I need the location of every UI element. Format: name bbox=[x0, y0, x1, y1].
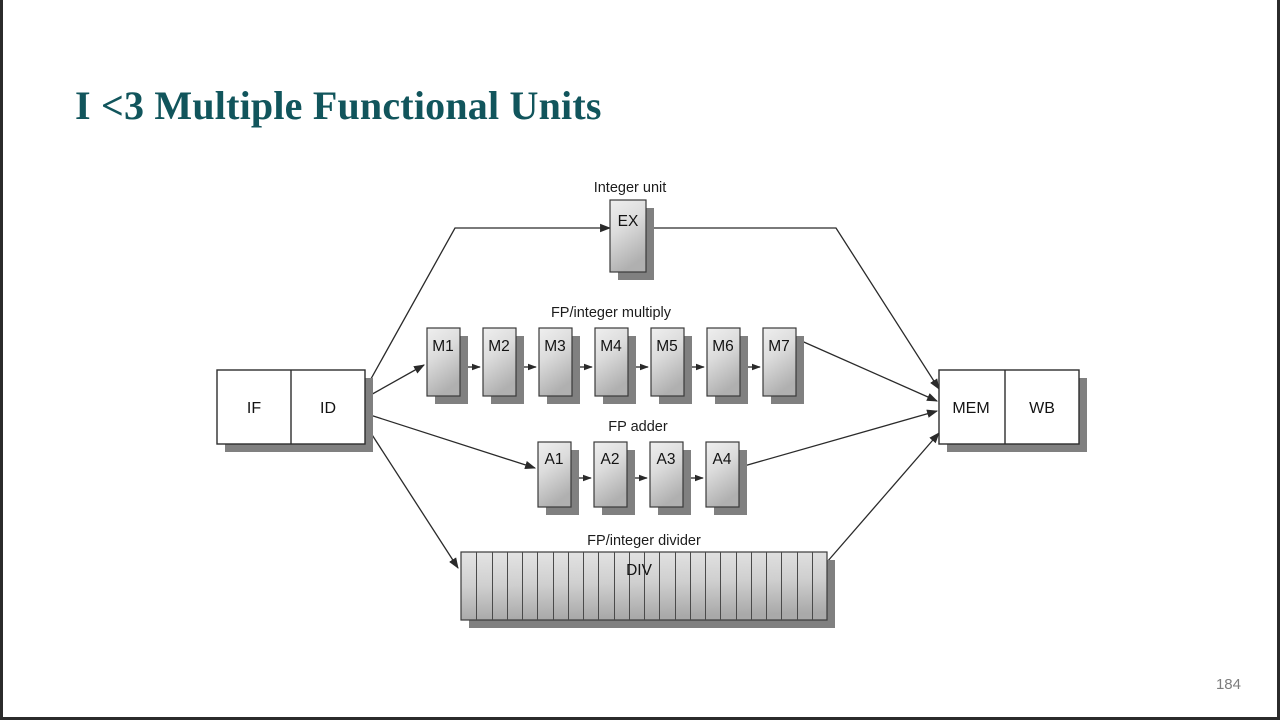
stage-label-if: IF bbox=[247, 400, 261, 417]
adder-unit-group: FP adder A1 A2 bbox=[537, 419, 747, 515]
stage-box-m3-wrap: M3 bbox=[538, 327, 580, 404]
line-from-divider-unit bbox=[826, 432, 940, 563]
stage-box-m6-wrap: M6 bbox=[706, 327, 748, 404]
stage-label-mem: MEM bbox=[952, 400, 989, 417]
multiply-unit-label: FP/integer multiply bbox=[551, 305, 672, 321]
stage-box-m5-wrap: M5 bbox=[650, 327, 692, 404]
divider-cell-dividers bbox=[476, 552, 813, 620]
stage-label-m7: M7 bbox=[768, 338, 790, 355]
stage-label-m5: M5 bbox=[656, 338, 678, 355]
stage-box-m7-wrap: M7 bbox=[762, 327, 804, 404]
fetch-decode-group: IF ID bbox=[216, 369, 373, 452]
stage-box-m1-wrap: M1 bbox=[426, 327, 468, 404]
line-to-multiply-unit bbox=[366, 364, 425, 398]
stage-box-m5[interactable] bbox=[650, 327, 685, 397]
line-to-integer-unit bbox=[366, 223, 612, 387]
stage-label-m3: M3 bbox=[544, 338, 566, 355]
memory-writeback-box[interactable] bbox=[938, 369, 1080, 445]
divider-unit-group: FP/integer divider DIV bbox=[460, 533, 835, 628]
stage-label-id: ID bbox=[320, 400, 336, 417]
stage-label-ex: EX bbox=[618, 213, 639, 230]
stage-box-a2-wrap: A2 bbox=[593, 441, 635, 515]
stage-box-a2[interactable] bbox=[593, 441, 628, 508]
stage-label-a3: A3 bbox=[657, 451, 676, 468]
stage-label-a4: A4 bbox=[713, 451, 732, 468]
stage-box-a1-wrap: A1 bbox=[537, 441, 579, 515]
line-to-divider-unit bbox=[366, 426, 459, 569]
divider-unit-label: FP/integer divider bbox=[587, 533, 701, 549]
line-from-multiply-unit bbox=[796, 338, 939, 402]
memory-writeback-group: MEM WB bbox=[938, 369, 1087, 452]
integer-unit-label: Integer unit bbox=[594, 180, 667, 196]
stage-label-m6: M6 bbox=[712, 338, 734, 355]
stage-label-m4: M4 bbox=[600, 338, 622, 355]
stage-box-m4-wrap: M4 bbox=[594, 327, 636, 404]
line-to-adder-unit bbox=[366, 413, 537, 469]
stage-box-a3[interactable] bbox=[649, 441, 684, 508]
stage-box-ex[interactable] bbox=[609, 199, 647, 273]
stage-box-m2[interactable] bbox=[482, 327, 517, 397]
stage-box-m1[interactable] bbox=[426, 327, 461, 397]
stage-box-a1[interactable] bbox=[537, 441, 572, 508]
stage-box-a4[interactable] bbox=[705, 441, 740, 508]
stage-label-a1: A1 bbox=[545, 451, 564, 468]
stage-box-a3-wrap: A3 bbox=[649, 441, 691, 515]
pipeline-diagram-svg: Integer unit EX FP/integer multiply bbox=[216, 180, 1087, 628]
line-from-adder-unit bbox=[743, 409, 939, 467]
stage-box-m4[interactable] bbox=[594, 327, 629, 397]
pipeline-diagram: Integer unit EX FP/integer multiply bbox=[3, 0, 1280, 720]
integer-unit-group: Integer unit EX bbox=[594, 180, 667, 280]
stage-box-m2-wrap: M2 bbox=[482, 327, 524, 404]
page-title: I <3 Multiple Functional Units bbox=[75, 83, 602, 128]
page-number: 184 bbox=[1215, 676, 1241, 693]
multiply-unit-group: FP/integer multiply M1 bbox=[426, 305, 804, 404]
stage-label-div: DIV bbox=[626, 562, 653, 579]
stage-label-m2: M2 bbox=[488, 338, 510, 355]
stage-label-a2: A2 bbox=[601, 451, 620, 468]
stage-box-m3[interactable] bbox=[538, 327, 573, 397]
stage-label-m1: M1 bbox=[432, 338, 454, 355]
adder-unit-label: FP adder bbox=[608, 419, 668, 435]
stage-box-a4-wrap: A4 bbox=[705, 441, 747, 515]
line-from-integer-unit bbox=[654, 227, 940, 390]
connector-lines bbox=[366, 223, 940, 569]
stage-box-m6[interactable] bbox=[706, 327, 741, 397]
stage-box-m7[interactable] bbox=[762, 327, 797, 397]
stage-label-wb: WB bbox=[1029, 400, 1055, 417]
